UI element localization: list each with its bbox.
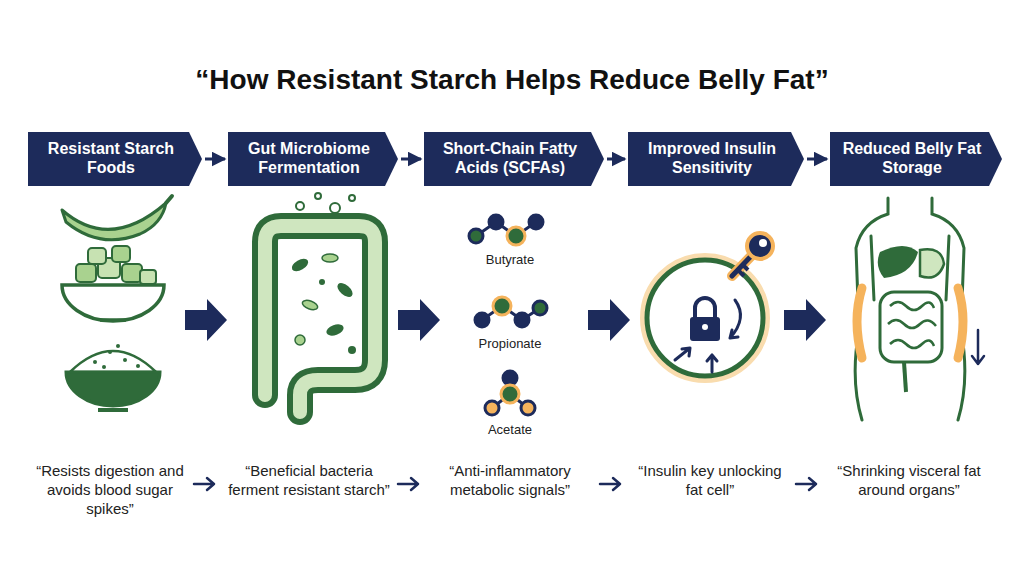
banner-text: Resistant Starch Foods <box>28 134 202 184</box>
banana-icon <box>62 196 172 240</box>
diagram-title: “How Resistant Starch Helps Reduce Belly… <box>0 64 1024 96</box>
step-banner: Resistant Starch Foods <box>28 132 202 186</box>
step-caption: “Resists digestion and avoids blood suga… <box>30 462 190 518</box>
banner-fill <box>228 132 398 186</box>
belly-fat-highlight <box>857 288 984 364</box>
banner-text: Short-Chain Fatty Acids (SCFAs) <box>424 134 604 184</box>
step-banner: Reduced Belly Fat Storage <box>830 132 1002 186</box>
molecule-label: Acetate <box>450 422 570 438</box>
flow-arrow <box>185 299 826 341</box>
rice-bowl-icon <box>66 344 160 410</box>
step-caption: “Shrinking visceral fat around organs” <box>821 462 997 500</box>
acetate-molecule <box>485 371 535 415</box>
step-banner: Improved Insulin Sensitivity <box>628 132 804 186</box>
fat-cell-icon <box>645 233 773 378</box>
step-banner: Gut Microbiome Fermentation <box>228 132 398 186</box>
banner-text: Improved Insulin Sensitivity <box>628 134 804 184</box>
molecule-label: Propionate <box>450 336 570 352</box>
butyrate-molecule <box>469 215 543 245</box>
step-caption: “Beneficial bacteria ferment resistant s… <box>223 462 395 500</box>
molecule-label: Butyrate <box>450 252 570 268</box>
banner-fill <box>424 132 604 186</box>
step-connector <box>807 158 827 161</box>
propionate-molecule <box>475 297 547 327</box>
step-connector <box>205 158 225 161</box>
step-connector <box>607 158 625 161</box>
step-banner: Short-Chain Fatty Acids (SCFAs) <box>424 132 604 186</box>
banner-fill <box>830 132 1002 186</box>
banner-text: Reduced Belly Fat Storage <box>830 134 1002 184</box>
banner-fill <box>28 132 202 186</box>
potato-bowl-icon <box>62 246 164 321</box>
colon-icon <box>265 193 375 412</box>
step-caption: “Insulin key unlocking fat cell” <box>628 462 792 500</box>
body-figure <box>855 198 965 420</box>
banner-fill <box>628 132 804 186</box>
organs <box>878 246 944 392</box>
step-connector <box>401 158 421 161</box>
step-caption: “Anti-inflammatory metabolic signals” <box>424 462 596 500</box>
banner-text: Gut Microbiome Fermentation <box>228 134 398 184</box>
